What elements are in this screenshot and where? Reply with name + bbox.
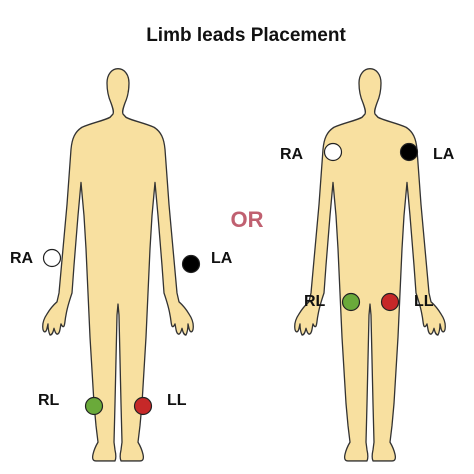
label-ra-left: RA: [10, 250, 34, 267]
label-la-left: LA: [211, 250, 233, 267]
electrode-rl-right: [341, 292, 361, 312]
electrode-ll-left: [133, 396, 153, 416]
label-ll-left: LL: [167, 392, 187, 409]
or-separator: OR: [231, 207, 264, 232]
label-ra-right: RA: [280, 146, 304, 163]
label-rl-left: RL: [38, 392, 60, 409]
electrode-la-left: [181, 254, 201, 274]
figure-limb-placement: RA LA RL LL: [10, 67, 233, 462]
electrode-la-right: [399, 142, 419, 162]
diagram-title: Limb leads Placement: [146, 25, 346, 46]
figure-torso-placement: RA LA RL LL: [280, 67, 455, 462]
label-rl-right: RL: [304, 293, 326, 310]
electrode-rl-left: [84, 396, 104, 416]
electrode-ra-left: [42, 248, 62, 268]
electrode-ll-right: [380, 292, 400, 312]
electrode-ra-right: [323, 142, 343, 162]
label-ll-right: LL: [414, 293, 434, 310]
label-la-right: LA: [433, 146, 455, 163]
human-body-right: [294, 67, 446, 462]
